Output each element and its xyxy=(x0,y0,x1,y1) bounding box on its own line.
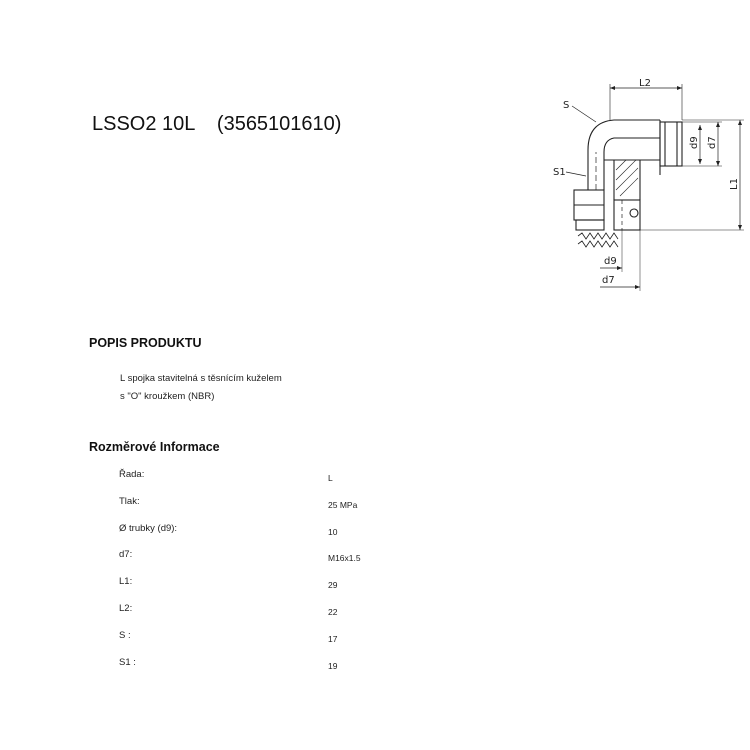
row-value-l1: 29 xyxy=(328,580,338,590)
product-number: (3565101610) xyxy=(216,113,342,135)
description-heading: POPIS PRODUKTU xyxy=(89,336,202,350)
row-value-l2: 22 xyxy=(328,607,338,617)
row-label-trubky: Ø trubky (d9): xyxy=(119,523,178,534)
label-l2: L2 xyxy=(639,78,651,89)
row-value-s: 17 xyxy=(328,634,338,644)
row-label-rada: Řada: xyxy=(119,469,145,480)
label-d9-right: d9 xyxy=(689,136,700,149)
row-label-l2: L2: xyxy=(119,603,133,614)
product-code: LSSO2 10L xyxy=(92,113,195,135)
technical-drawing: L2 S S1 d9 d7 L1 d9 d7 xyxy=(553,78,744,291)
label-d7-bottom: d7 xyxy=(602,275,615,286)
label-d9-bottom: d9 xyxy=(604,256,617,267)
label-d7-right: d7 xyxy=(707,136,718,149)
row-label-d7: d7: xyxy=(119,549,133,560)
row-label-l1: L1: xyxy=(119,576,133,587)
description-line-2: s "O" kroužkem (NBR) xyxy=(120,391,215,402)
description-line-1: L spojka stavitelná s těsnícím kuželem xyxy=(120,373,282,384)
label-s: S xyxy=(563,100,569,111)
dimensions-heading: Rozměrové Informace xyxy=(89,440,220,454)
row-label-tlak: Tlak: xyxy=(119,496,140,507)
label-s1: S1 xyxy=(553,167,566,178)
product-title: LSSO2 10L (3565101610) xyxy=(92,113,341,136)
row-value-d7: M16x1.5 xyxy=(328,553,361,563)
row-value-tlak: 25 MPa xyxy=(328,500,358,510)
row-label-s1: S1 : xyxy=(119,657,136,668)
row-label-s: S : xyxy=(119,630,131,641)
row-value-rada: L xyxy=(328,473,333,483)
label-l1: L1 xyxy=(729,178,740,190)
row-value-s1: 19 xyxy=(328,661,338,671)
row-value-trubky: 10 xyxy=(328,527,338,537)
